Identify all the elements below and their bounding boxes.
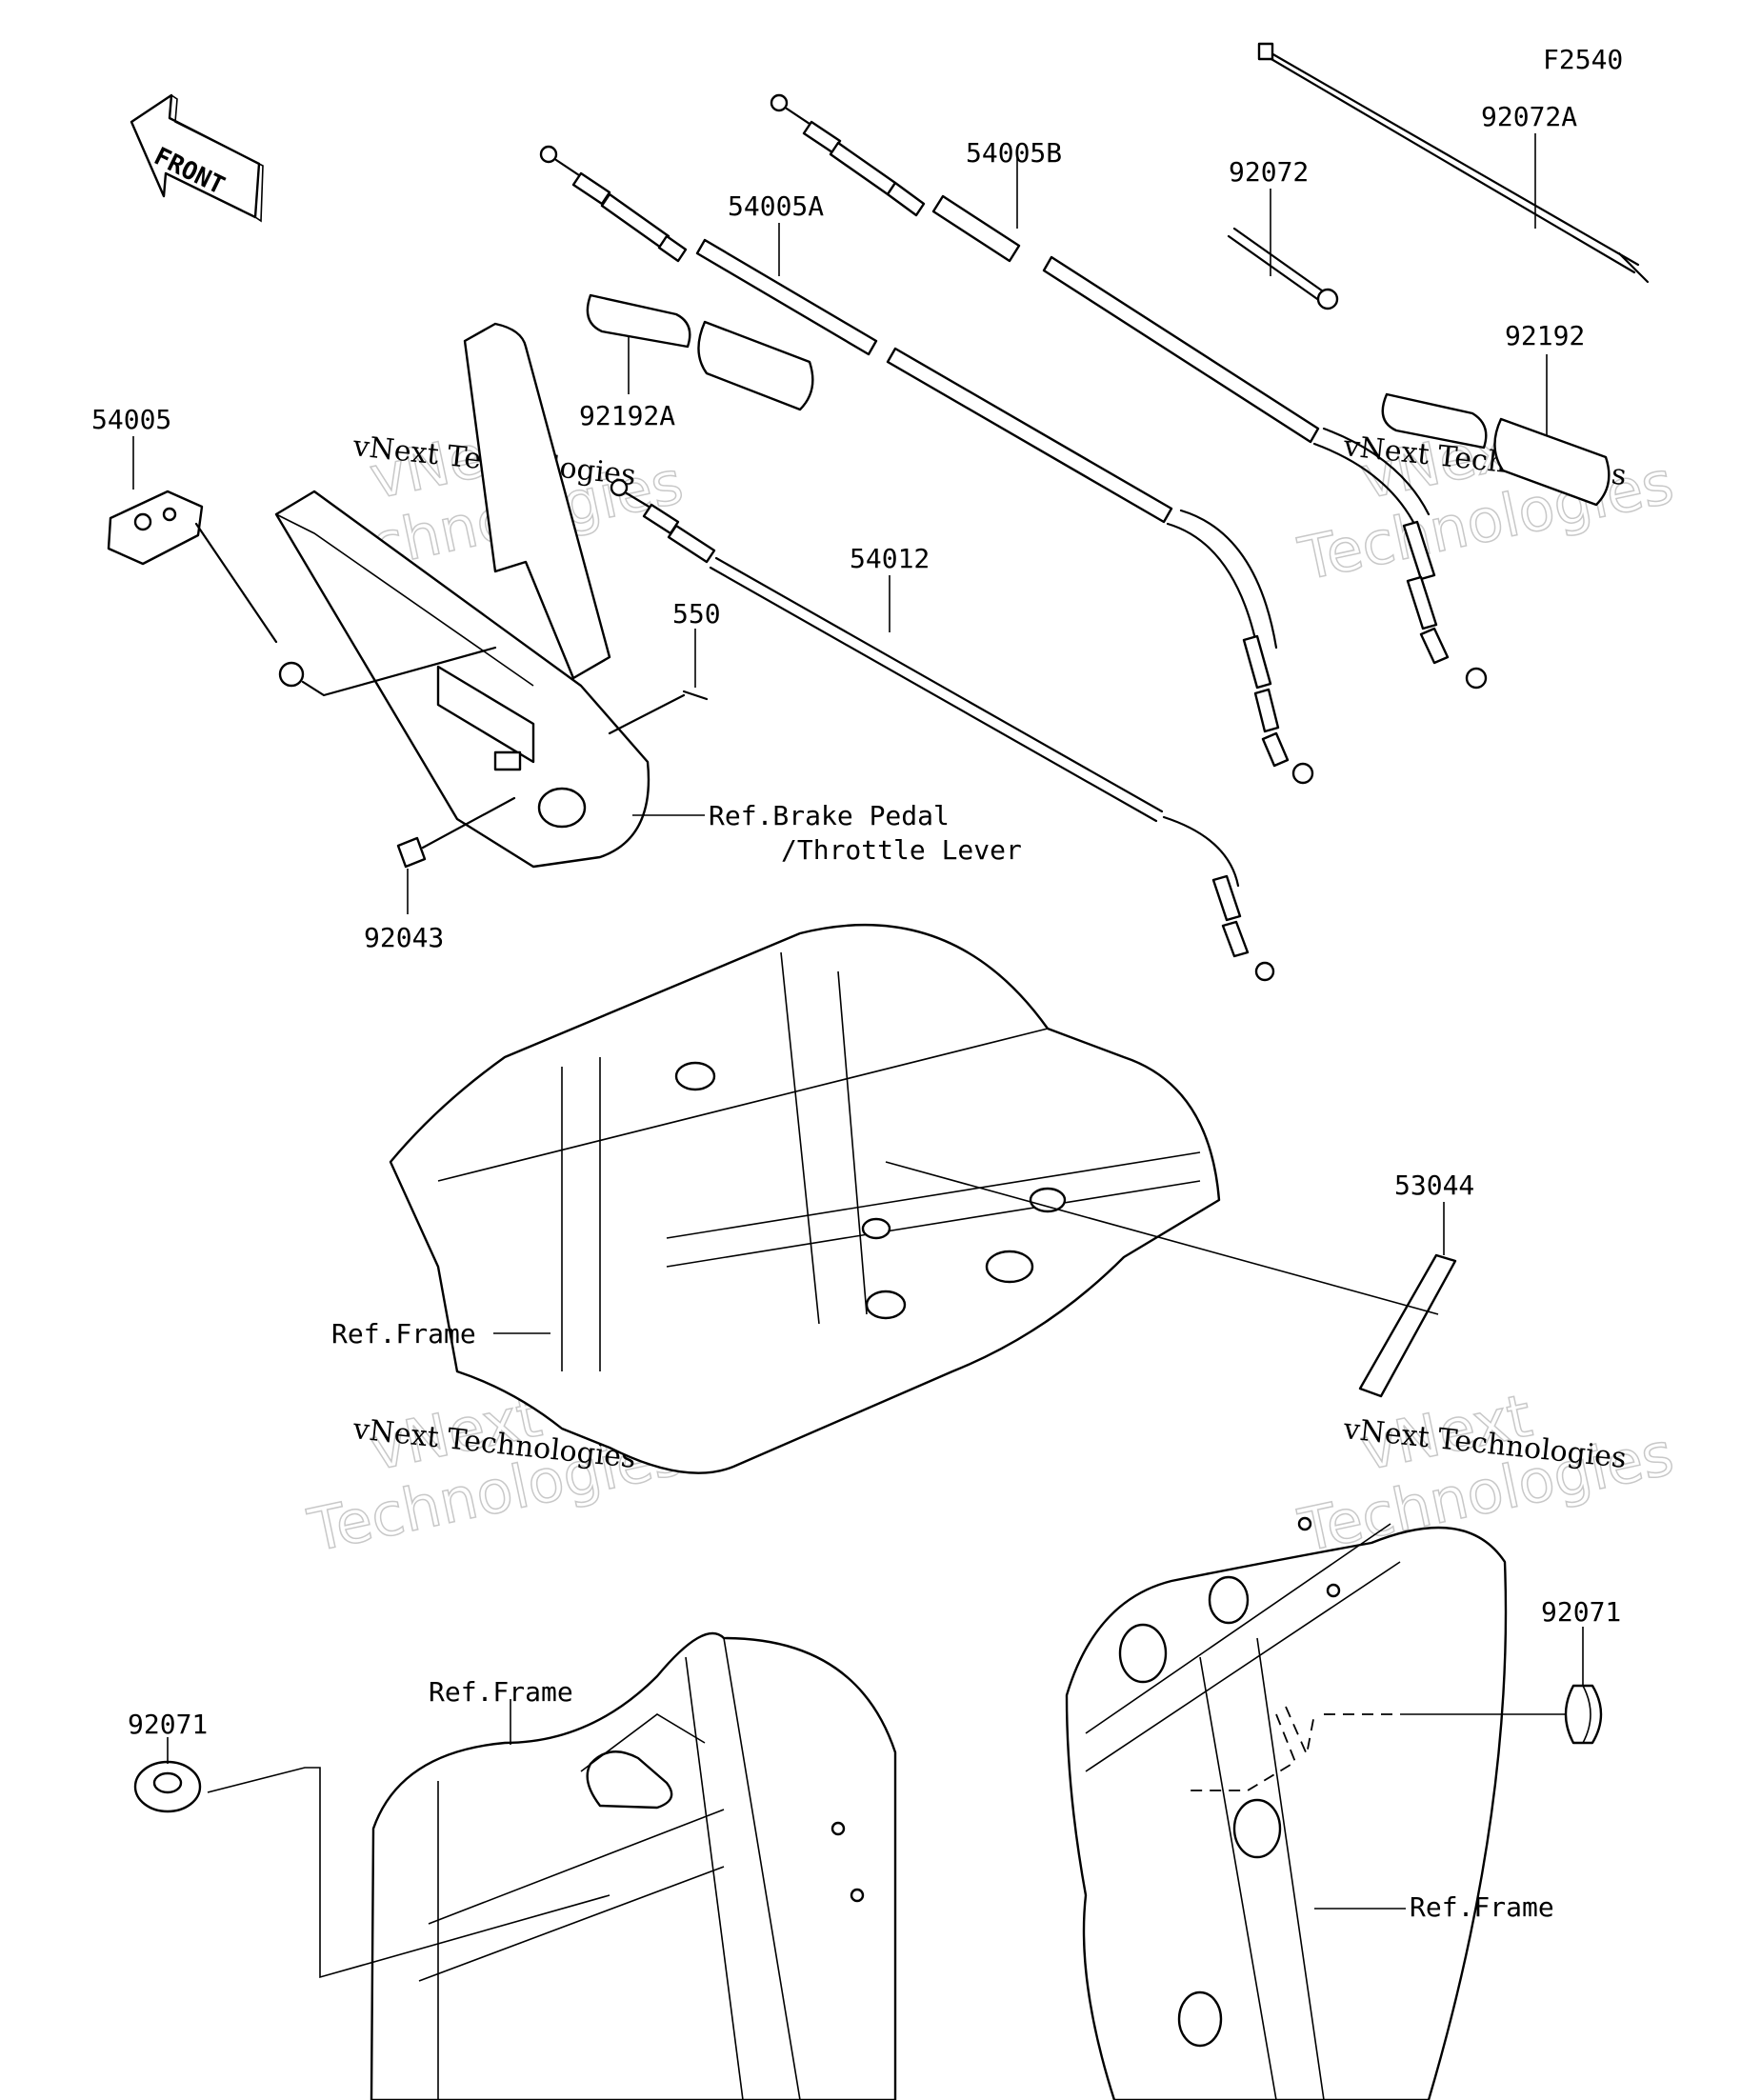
label-92192a: 92192A: [579, 400, 675, 431]
ref-brake-pedal-line1: Ref.Brake Pedal: [709, 800, 950, 831]
label-92043: 92043: [364, 922, 444, 953]
pin-550: [608, 690, 709, 735]
cable-tie-92072: [1227, 227, 1339, 310]
ref-frame-mid: Ref.Frame: [331, 1318, 476, 1350]
pin-92043: [396, 796, 516, 869]
grip-92192: [1381, 392, 1611, 507]
frame-bottom-right: [1065, 1516, 1508, 2100]
ref-frame-bottom-right: Ref.Frame: [1410, 1891, 1554, 1923]
cable-54005b: [770, 93, 1488, 690]
ref-brake-pedal-line2: /Throttle Lever: [781, 834, 1022, 866]
cable-54005a: [539, 145, 1314, 785]
diagram-id: F2540: [1543, 44, 1623, 75]
front-arrow-icon: FRONT: [130, 93, 264, 223]
label-92072: 92072: [1229, 156, 1309, 188]
frame-middle: [389, 923, 1221, 1474]
grommet-92071-right: [1564, 1684, 1603, 1745]
label-54012: 54012: [850, 543, 930, 574]
pad-53044: [885, 1161, 1457, 1398]
label-92071-left: 92071: [128, 1709, 208, 1740]
switch-54005: [107, 490, 497, 697]
cable-54012: [610, 478, 1275, 982]
label-54005: 54005: [91, 404, 171, 435]
label-53044: 53044: [1394, 1170, 1474, 1201]
brake-pedal-assembly: [274, 322, 650, 869]
cable-tie-92072a: [1257, 42, 1650, 284]
label-92192: 92192: [1505, 320, 1585, 351]
label-92071-right: 92071: [1541, 1596, 1621, 1628]
grip-92192a: [586, 293, 814, 411]
frame-bottom-left: [370, 1631, 897, 2100]
ref-frame-bottom-left: Ref.Frame: [429, 1676, 573, 1708]
label-54005a: 54005A: [728, 190, 824, 222]
label-550: 550: [672, 598, 721, 630]
label-92072a: 92072A: [1481, 101, 1577, 132]
label-54005b: 54005B: [966, 137, 1062, 169]
